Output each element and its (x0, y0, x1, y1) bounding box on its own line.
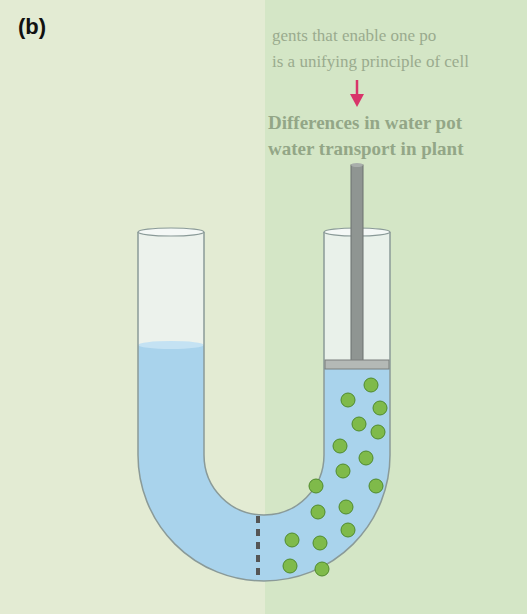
solute-particle (311, 505, 325, 519)
force-arrowhead (350, 94, 364, 107)
tube-rim (138, 228, 204, 236)
solute-particle (313, 536, 327, 550)
solute-particle (333, 439, 347, 453)
solute-particle (339, 500, 353, 514)
solute-particle (309, 479, 323, 493)
piston-rod (351, 165, 363, 361)
solute-particle (359, 451, 373, 465)
background-heading: water transport in plant (268, 138, 463, 160)
solute-particle (341, 523, 355, 537)
solute-particle (341, 393, 355, 407)
solute-particle (369, 479, 383, 493)
membrane (256, 516, 260, 581)
background-heading: Differences in water pot (268, 112, 462, 134)
solute-group (283, 378, 387, 576)
solute-particle (283, 559, 297, 573)
solute-particle (373, 401, 387, 415)
solute-particle (352, 417, 366, 431)
solute-particle (371, 425, 385, 439)
panel-letter: (b) (18, 14, 46, 40)
water-surface (138, 341, 204, 349)
solute-particle (364, 378, 378, 392)
background-text: is a unifying principle of cell (272, 52, 469, 72)
solute-particle (315, 562, 329, 576)
piston-rod-top (351, 163, 363, 167)
background-text: gents that enable one po (272, 26, 436, 46)
force-arrow (356, 80, 359, 96)
solute-particle (336, 464, 350, 478)
solute-particle (285, 533, 299, 547)
piston-plate (325, 360, 389, 369)
